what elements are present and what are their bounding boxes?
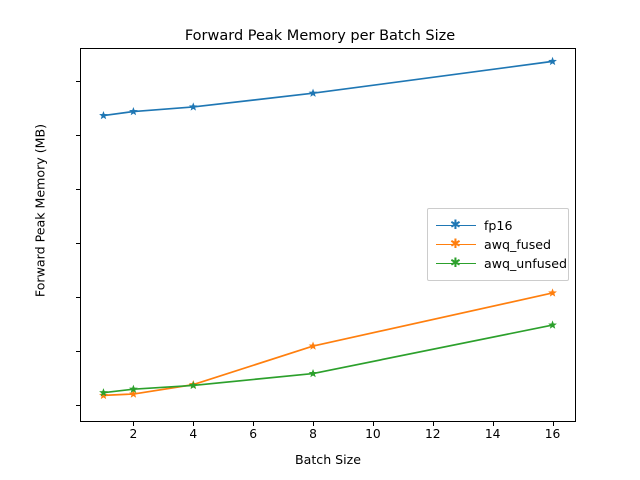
data-point-marker [308,368,318,378]
legend-line-icon [436,224,476,227]
legend-swatch-fp16: ✱ [436,217,476,233]
y-tick-mark [76,350,80,352]
chart-title: Forward Peak Memory per Batch Size [184,28,456,44]
y-tick-mark [76,243,80,245]
star-marker-icon: ✱ [450,255,461,271]
data-point-marker [129,384,138,393]
series-canvas [99,56,557,400]
legend-label-fp16: fp16 [484,218,513,233]
x-tick-label: 6 [249,427,258,441]
star-marker-icon: ✱ [450,217,461,233]
data-point-marker [308,88,318,97]
legend-item: ✱ awq_fused [436,235,559,254]
y-tick-mark [76,404,80,406]
legend-swatch-awq-fused: ✱ [436,236,476,252]
data-point-marker [99,110,108,120]
legend-item: ✱ fp16 [436,216,559,235]
data-point-marker [548,320,557,329]
x-tick-label: 4 [189,427,198,441]
data-point-marker [99,388,108,397]
x-tick-mark [372,422,374,426]
x-tick-mark [193,422,195,426]
x-tick-label: 14 [484,427,501,441]
series-awq_fused [99,288,557,400]
plot-area [80,48,576,422]
x-axis-label: Batch Size [294,452,362,467]
x-tick-label: 16 [544,427,561,441]
x-tick-label: 8 [309,427,317,441]
data-point-marker [548,288,557,297]
y-tick-mark [76,81,80,83]
x-tick-mark [552,422,554,426]
legend-line-icon [436,243,476,246]
legend-swatch-awq-unfused: ✱ [436,255,476,271]
series-line [102,60,554,117]
legend-line-icon [436,262,476,265]
series-line [102,292,554,397]
series-awq_unfused [99,320,557,397]
x-tick-label: 10 [365,427,381,441]
data-point-marker [308,341,318,350]
legend-label-awq-fused: awq_fused [484,237,552,252]
data-point-marker [188,380,198,390]
legend-label-awq-unfused: awq_unfused [484,256,567,271]
y-tick-mark [76,135,80,137]
x-tick-mark [253,422,255,426]
data-point-marker [99,390,108,400]
x-tick-mark [133,422,135,426]
y-tick-mark [76,189,80,191]
x-tick-mark [313,422,315,426]
chart-legend[interactable]: ✱ fp16 ✱ awq_fused ✱ awq_unfused [427,208,569,281]
series-line [102,324,554,394]
series-fp16 [99,56,557,120]
x-tick-mark [492,422,494,426]
x-tick-label: 2 [129,427,138,441]
star-marker-icon: ✱ [450,236,461,252]
y-tick-mark [76,297,80,299]
y-axis-label: Forward Peak Memory (MB) [32,123,48,298]
legend-item: ✱ awq_unfused [436,254,567,273]
data-point-marker [188,102,198,111]
x-tick-label: 12 [424,427,441,441]
data-point-marker [129,389,138,398]
x-tick-mark [432,422,434,426]
data-point-marker [129,106,138,116]
data-point-marker [548,56,557,66]
